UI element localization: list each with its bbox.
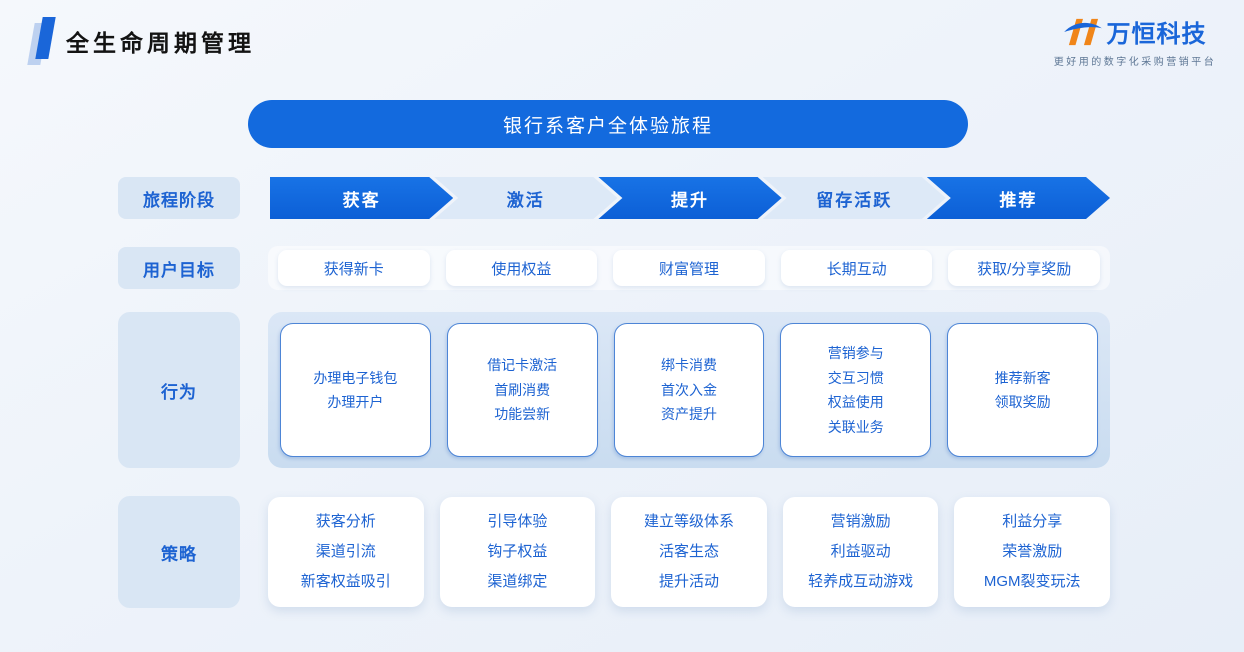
card-text-line: 活客生态	[658, 543, 719, 560]
behavior-card: 借记卡激活首刷消费功能尝新	[446, 323, 598, 457]
logo-name: 万恒科技	[1106, 21, 1207, 48]
card-text-line: 提升活动	[658, 573, 719, 590]
logo-row: 万恒科技	[1050, 14, 1220, 49]
card-text-line: 新客权益吸引	[300, 573, 391, 590]
card-text-line: 借记卡激活	[487, 357, 558, 374]
stage-arrow-acquire: 获客	[270, 177, 453, 219]
page-title: 全生命周期管理	[66, 30, 255, 56]
journey-stages-track: 获客 激活 提升 留存活跃 推荐	[270, 177, 1110, 219]
user-goals-strip: 获得新卡 使用权益 财富管理 长期互动 获取/分享奖励	[268, 246, 1110, 290]
behavior-card: 绑卡消费首次入金资产提升	[613, 323, 765, 457]
stage-label: 推荐	[999, 190, 1038, 210]
journey-banner: 银行系客户全体验旅程	[248, 100, 968, 148]
card-text-line: 轻养成互动游戏	[808, 573, 914, 590]
logo-tagline: 更好用的数字化采购营销平台	[1053, 57, 1217, 68]
card-text-line: 渠道绑定	[487, 573, 548, 590]
card-text-line: 利益分享	[1002, 513, 1063, 530]
stage-label: 激活	[506, 190, 545, 210]
card-text-line: 办理开户	[327, 394, 384, 410]
card-text-line: 营销激励	[830, 513, 891, 530]
behaviors-panel: 办理电子钱包办理开户 借记卡激活首刷消费功能尝新 绑卡消费首次入金资产提升 营销…	[268, 312, 1110, 468]
card-text-line: 获客分析	[315, 513, 376, 530]
strategy-card: 利益分享荣誉激励 MGM裂变玩法	[954, 497, 1110, 607]
behavior-card: 营销参与交互习惯权益使用关联业务	[780, 323, 932, 457]
card-text-line: 推荐新客	[994, 369, 1051, 386]
card-text-line: 引导体验	[487, 513, 548, 530]
stage-label: 提升	[671, 190, 709, 210]
goal-pill: 财富管理	[613, 250, 765, 286]
stage-label: 留存活跃	[816, 190, 893, 210]
card-text-line: MGM裂变玩法	[983, 573, 1081, 590]
card-text-line: 办理电子钱包	[313, 369, 398, 386]
goal-pill: 获取/分享奖励	[948, 250, 1100, 286]
company-logo: 万恒科技 更好用的数字化采购营销平台	[1050, 14, 1220, 68]
strategy-card: 建立等级体系活客生态提升活动	[611, 497, 767, 607]
strategy-card: 营销激励利益驱动轻养成互动游戏	[782, 497, 939, 607]
strategy-card: 获客分析渠道引流新客权益吸引	[268, 497, 424, 607]
journey-banner-title: 银行系客户全体验旅程	[502, 115, 713, 137]
card-text-line: 功能尝新	[494, 406, 551, 423]
row-label-goals: 用户目标	[118, 247, 240, 289]
stage-arrow-grow: 提升	[598, 177, 781, 219]
behavior-card: 推荐新客领取奖励	[947, 323, 1098, 457]
card-text-line: 荣誉激励	[1002, 543, 1063, 560]
card-text-line: 资产提升	[660, 406, 717, 423]
card-text-line: 权益使用	[827, 394, 884, 410]
card-text-line: 利益驱动	[830, 543, 891, 560]
card-text-line: 营销参与	[827, 345, 884, 361]
strategy-card: 引导体验钩子权益渠道绑定	[439, 497, 596, 607]
card-text-line: 首刷消费	[494, 381, 551, 398]
card-text-line: 交互习惯	[827, 369, 884, 386]
stage-arrow-activate: 激活	[434, 177, 617, 219]
card-text-line: 绑卡消费	[660, 357, 717, 374]
stage-label: 获客	[342, 190, 381, 210]
card-text-line: 渠道引流	[315, 543, 376, 560]
card-text-line: 建立等级体系	[643, 513, 734, 530]
title-accent-icon	[27, 16, 60, 66]
goal-pill: 使用权益	[445, 250, 598, 286]
stage-arrow-retain: 留存活跃	[763, 177, 946, 219]
card-text-line: 钩子权益	[487, 543, 548, 560]
logo-mark-icon	[1063, 18, 1102, 45]
card-text-line: 领取奖励	[994, 394, 1051, 410]
card-text-line: 首次入金	[660, 381, 717, 398]
row-label-stages: 旅程阶段	[118, 177, 240, 219]
goal-pill: 获得新卡	[278, 250, 430, 286]
goal-pill: 长期互动	[780, 250, 933, 286]
row-label-behaviors: 行为	[118, 312, 240, 468]
stage-arrow-refer: 推荐	[927, 177, 1110, 219]
strategies-row: 获客分析渠道引流新客权益吸引 引导体验钩子权益渠道绑定 建立等级体系活客生态提升…	[268, 497, 1110, 607]
row-label-strategies: 策略	[118, 496, 240, 608]
card-text-line: 关联业务	[827, 418, 884, 435]
behavior-card: 办理电子钱包办理开户	[280, 323, 431, 457]
